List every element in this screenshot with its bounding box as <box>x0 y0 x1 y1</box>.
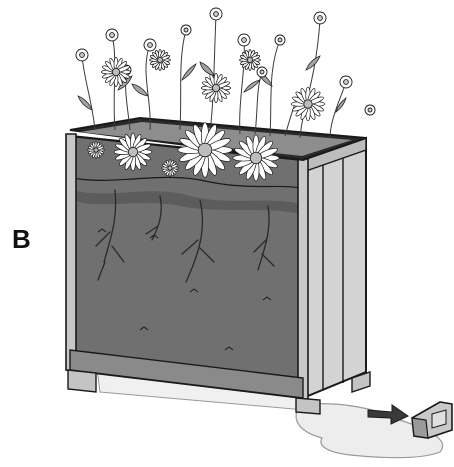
daisy <box>88 142 105 159</box>
daisy-center <box>112 68 119 75</box>
daisy-center <box>94 148 98 152</box>
daisy <box>233 135 279 181</box>
daisy <box>101 57 130 86</box>
daisy <box>114 133 152 171</box>
daisy <box>240 50 261 71</box>
daisy <box>201 73 230 102</box>
daisy-center <box>168 166 172 170</box>
daisy-center <box>128 147 137 156</box>
daisy-center <box>157 57 162 62</box>
daisy-center <box>198 143 212 157</box>
drain-plug-icon <box>412 402 452 438</box>
daisy <box>150 50 171 71</box>
daisy <box>178 123 233 178</box>
step-label: B <box>12 226 31 252</box>
daisy-center <box>304 100 312 108</box>
daisy <box>162 160 179 177</box>
daisy-center <box>250 152 261 163</box>
daisy-center <box>212 84 219 91</box>
daisy <box>291 87 325 121</box>
daisy-center <box>247 57 252 62</box>
